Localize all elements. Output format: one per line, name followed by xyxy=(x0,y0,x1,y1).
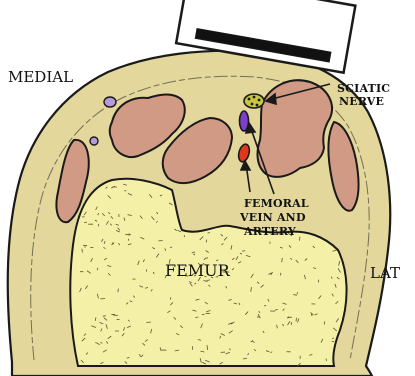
sciatic-label-line2: NERVE xyxy=(339,95,384,108)
bone-speckle xyxy=(118,289,119,293)
sciatic-label-line1: SCIATIC xyxy=(337,82,390,95)
bone-speckle xyxy=(208,233,210,234)
medial-label: MEDIAL xyxy=(8,68,73,86)
bone-speckle xyxy=(300,237,301,241)
bone-speckle xyxy=(309,355,312,356)
bone-speckle xyxy=(146,322,151,323)
femoral-label-line3: ARTERY xyxy=(243,225,296,238)
bone-speckle xyxy=(95,317,96,320)
bone-speckle xyxy=(100,343,102,344)
femur-label: FEMUR xyxy=(165,261,231,280)
femoral-label-line1: FEMORAL xyxy=(244,197,309,210)
small-vessel-lower xyxy=(90,137,98,145)
small-vessel-upper xyxy=(104,97,116,107)
lateral-label: LAT xyxy=(370,264,400,282)
femoral-label-line2: VEIN AND xyxy=(239,211,306,224)
